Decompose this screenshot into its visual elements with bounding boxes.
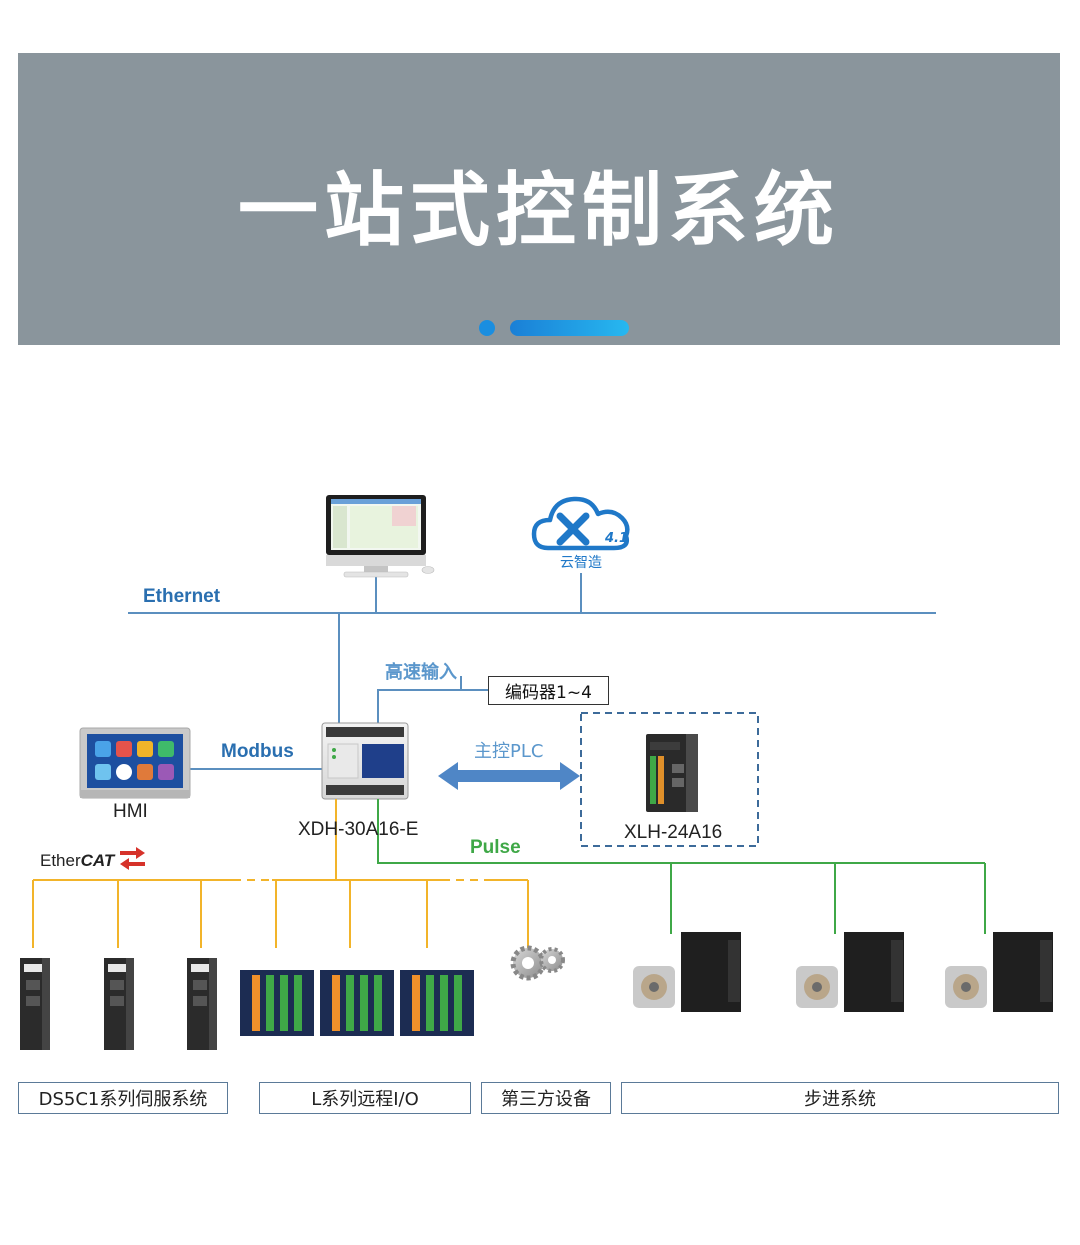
ethercat-bus — [32, 799, 529, 948]
main-plc-icon — [321, 722, 409, 800]
remote-io-icon-1 — [240, 970, 314, 1036]
servo-drive-icon-2 — [104, 958, 134, 1050]
cloud-version-label: 4.1 — [605, 531, 629, 546]
pulse-label: Pulse — [470, 837, 521, 858]
header-banner: 一站式控制系统 — [18, 53, 1060, 345]
high-speed-input-label: 高速输入 — [385, 662, 457, 683]
main-plc-model-label: XDH-30A16-E — [298, 819, 419, 840]
group-label-remote-io: L系列远程I/O — [259, 1082, 471, 1114]
remote-io-icon-3 — [400, 970, 474, 1036]
servo-drive-icon-1 — [20, 958, 50, 1050]
modbus-label: Modbus — [221, 741, 294, 762]
accent-dot — [479, 320, 495, 336]
stepper-system-icon-3 — [945, 932, 1053, 1012]
hmi-label: HMI — [113, 801, 148, 822]
remote-plc-box — [580, 712, 759, 847]
cloud-caption: 云智造 — [560, 555, 602, 571]
encoder-box: 编码器1~4 — [488, 676, 609, 705]
hmi-panel-icon — [79, 727, 191, 799]
bidirectional-arrow-icon — [438, 762, 580, 790]
pulse-bus — [377, 799, 986, 934]
ethercat-arrows-icon — [120, 847, 145, 870]
cloud-logo-icon — [531, 496, 630, 551]
remote-plc-icon — [646, 734, 698, 812]
stepper-system-icon-1 — [633, 932, 741, 1012]
computer-monitor-icon — [326, 495, 435, 578]
servo-drive-icon-3 — [187, 958, 217, 1050]
group-label-stepper: 步进系统 — [621, 1082, 1059, 1114]
stepper-system-icon-2 — [796, 932, 904, 1012]
group-label-servo: DS5C1系列伺服系统 — [18, 1082, 228, 1114]
remote-plc-model-label: XLH-24A16 — [624, 822, 723, 843]
group-label-third-party: 第三方设备 — [481, 1082, 611, 1114]
page-title: 一站式控制系统 — [238, 164, 840, 257]
ethernet-bus — [128, 573, 936, 770]
accent-pill — [510, 320, 629, 336]
ethercat-logo: EtherCAT — [40, 851, 115, 870]
master-plc-label: 主控PLC — [474, 741, 544, 762]
remote-io-icon-2 — [320, 970, 394, 1036]
ethernet-label: Ethernet — [143, 586, 221, 607]
gears-icon — [510, 945, 565, 981]
